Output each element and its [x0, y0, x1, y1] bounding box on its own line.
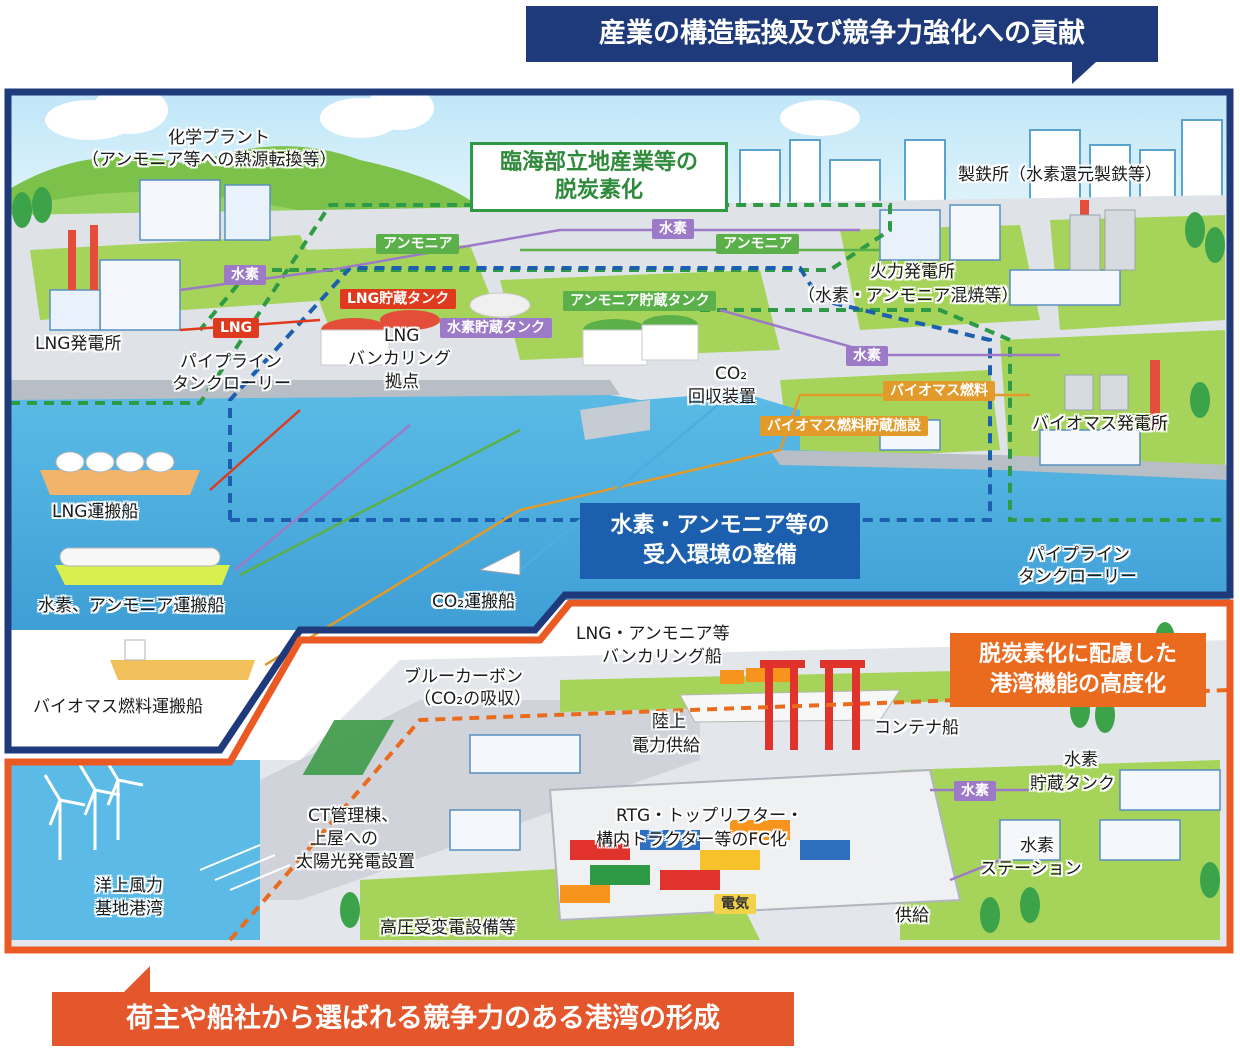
blue-dashed-network [228, 266, 992, 522]
lng-tank-tag: LNG貯蔵タンク [340, 289, 457, 309]
rtg-fc-label-2: 構内トラクター等のFC化 [596, 830, 787, 850]
lng-power-label: LNG発電所 [35, 334, 122, 354]
thermal-plant-label: 火力発電所 [870, 262, 955, 282]
hydrogen-tag-left: 水素 [224, 265, 266, 285]
hydrogen-tank-tag: 水素貯蔵タンク [440, 318, 552, 338]
factories [49, 179, 1221, 861]
top-banner: 産業の構造転換及び競争力強化への貢献 [526, 6, 1158, 84]
bottom-banner: 荷主や船社から選ばれる競争力のある港湾の形成 [52, 966, 794, 1046]
hydrogen-tag-port: 水素 [954, 781, 996, 801]
co2-arrow [519, 394, 731, 571]
h2-storage-label-1: 水素 [1064, 750, 1098, 770]
port-line1: 脱炭素化に配慮した [978, 642, 1177, 667]
steel-plant-label: 製鉄所（水素還元製鉄等） [958, 165, 1162, 185]
wind-turbines [43, 754, 144, 860]
h2-storage-label-2: 貯蔵タンク [1030, 774, 1115, 794]
biomass-power-label: バイオマス発電所 [1032, 414, 1168, 434]
ammonia-tank-tag: アンモニア貯蔵タンク [563, 291, 717, 311]
turbine-parts [199, 844, 291, 891]
blue-carbon-label: ブルーカーボン [404, 667, 523, 687]
blue-carbon-sublabel: （CO₂の吸収） [414, 689, 532, 709]
shore-power-label-1: 陸上 [652, 712, 686, 732]
hydrogen-tag-right: 水素 [846, 346, 888, 366]
biomass-storage-tag: バイオマス燃料貯蔵施設 [760, 416, 928, 436]
lower-frame [4, 599, 1234, 954]
hydrogen-environment-box: 水素・アンモニア等の 受入環境の整備 [580, 503, 860, 579]
lng-bunkering-label-1: LNG [384, 326, 420, 346]
co2-capture-label-2: 回収装置 [688, 387, 756, 407]
shore-power-label-2: 電力供給 [632, 736, 700, 756]
hydrogen-line1: 水素・アンモニア等の [610, 513, 830, 538]
ammonia-tag-1: アンモニア [376, 234, 460, 254]
thermal-plant-sublabel: （水素・アンモニア混焼等） [798, 286, 1019, 306]
high-voltage-label: 高圧受変電設備等 [380, 918, 516, 938]
port-line2: 港湾機能の高度化 [989, 672, 1166, 697]
trees [12, 187, 1225, 933]
decarbonization-line2: 脱炭素化 [554, 178, 643, 203]
lng-carrier-label: LNG運搬船 [52, 502, 139, 522]
decarbonization-box: 臨海部立地産業等の 脱炭素化 [470, 142, 728, 212]
lng-bunkering-label-3: 拠点 [385, 372, 419, 392]
pipeline-left-label: パイプライン [180, 352, 282, 372]
ct-building-label-1: CT管理棟、 [308, 806, 399, 826]
yard-containers [560, 820, 850, 903]
h2-station-label-2: ステーション [980, 859, 1082, 879]
hydrogen-tag-top: 水素 [652, 219, 694, 239]
biomass-arrow [264, 393, 1030, 667]
chemical-plant-sublabel: （アンモニア等への熱源転換等） [82, 150, 337, 170]
lng-flow-tag: LNG [213, 318, 260, 338]
electricity-tag: 電気 [714, 894, 756, 914]
orange-dashed-network [228, 688, 1231, 942]
tanklorry-left-label: タンクローリー [172, 374, 291, 394]
biomass-fuel-tag: バイオマス燃料 [883, 381, 995, 401]
tanklorry-right-label: タンクローリー [1018, 567, 1137, 587]
biomass-carrier-label: バイオマス燃料運搬船 [33, 697, 203, 717]
rtg-fc-label-1: RTG・トップリフター・ [616, 806, 804, 826]
decarbonization-line1: 臨海部立地産業等の [499, 150, 698, 175]
offshore-wind-label-2: 基地港湾 [95, 899, 163, 919]
offshore-wind-label-1: 洋上風力 [95, 876, 163, 896]
h2-station-label-1: 水素 [1020, 836, 1054, 856]
co2-carrier-label: CO₂運搬船 [432, 592, 516, 612]
ammonia-tag-2: アンモニア [716, 234, 800, 254]
nh3-arrow-green [239, 248, 880, 577]
pipeline-right-label: パイプライン [1028, 545, 1130, 565]
container-ship-label: コンテナ船 [874, 718, 959, 738]
supply-label: 供給 [895, 906, 929, 926]
ct-building-label-3: 太陽光発電設置 [296, 852, 415, 872]
ct-building-label-2: 上屋への [310, 829, 378, 849]
storage-tanks [320, 209, 1136, 411]
bottom-sea [8, 760, 260, 940]
lng-nh3-bunkering-ship-label-1: LNG・アンモニア等 [576, 624, 730, 644]
port-function-box: 脱炭素化に配慮した 港湾機能の高度化 [950, 633, 1206, 707]
lng-nh3-bunkering-ship-label-2: バンカリング船 [602, 647, 722, 667]
hydrogen-line2: 受入環境の整備 [642, 543, 797, 568]
h2-nh3-carrier-label: 水素、アンモニア運搬船 [38, 596, 225, 616]
co2-capture-label-1: CO₂ [715, 364, 748, 384]
clouds [45, 86, 860, 140]
upper-frame [4, 88, 1234, 754]
chemical-plant-label: 化学プラント [168, 128, 270, 148]
lng-bunkering-label-2: バンカリング [348, 349, 451, 369]
